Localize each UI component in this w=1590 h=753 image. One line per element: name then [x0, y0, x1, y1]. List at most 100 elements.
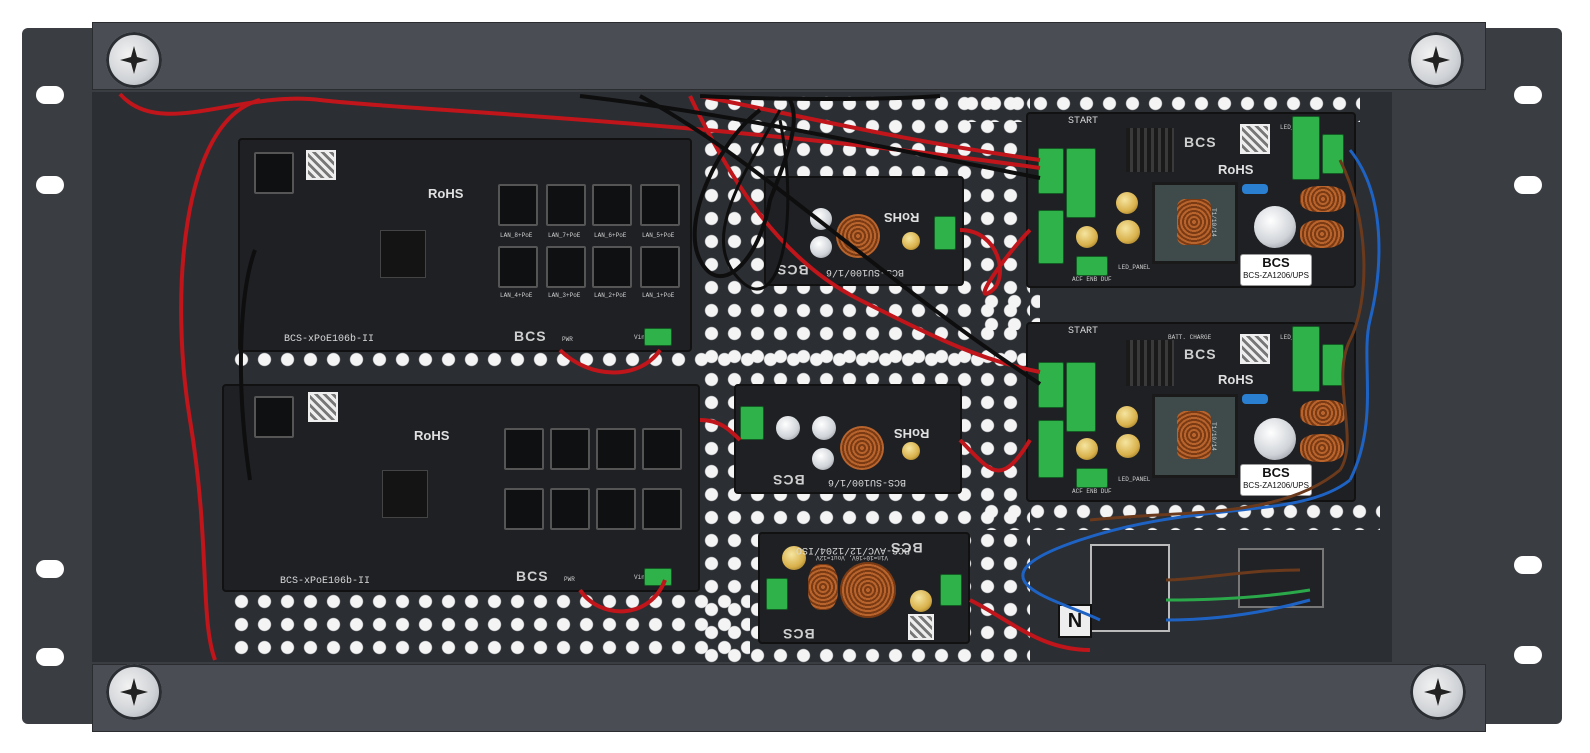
- rj45-port: [504, 488, 544, 530]
- led-panel-label: LED_PANEL: [1118, 264, 1151, 271]
- board-model-label: BCS-AVC/12/1204/ISO: [796, 544, 911, 555]
- output-fuse: [1292, 116, 1320, 180]
- emi-choke: [1300, 220, 1344, 248]
- output-terminal: [1322, 134, 1344, 174]
- neutral-mark: N: [1058, 604, 1092, 638]
- capacitor: [902, 442, 920, 460]
- capacitor: [1076, 226, 1098, 248]
- rj45-port: [592, 184, 632, 226]
- rj45-port: [498, 184, 538, 226]
- dc-converter-top: RoHS BCS-SU100/1/6 BCS: [764, 176, 964, 286]
- rohs-mark: RoHS: [1218, 372, 1254, 387]
- acf-label: ACF ENB DUF: [1072, 488, 1112, 495]
- rack-ear-hole: [1514, 86, 1542, 104]
- port-label: LAN_8+PoE: [500, 232, 533, 239]
- signal-terminal: [1076, 468, 1108, 488]
- emi-choke: [1300, 400, 1346, 426]
- port-label: LAN_4+PoE: [500, 292, 533, 299]
- bulk-capacitor: [1254, 206, 1296, 248]
- rohs-mark: RoHS: [884, 210, 920, 225]
- spec-label: Vin=10÷16V, Vout=12V: [816, 554, 889, 561]
- brand-logo: BCS: [1184, 134, 1217, 150]
- blue-capacitor: [1242, 184, 1268, 194]
- qr-code: [1240, 124, 1270, 154]
- mains-terminal: [1038, 362, 1064, 408]
- rj45-port: [592, 246, 632, 288]
- port-label: LAN_7+PoE: [548, 232, 581, 239]
- rohs-mark: RoHS: [428, 186, 464, 201]
- rack-ear-hole: [1514, 176, 1542, 194]
- brand-logo: BCS: [514, 328, 547, 344]
- board-model-label: BCS-SU100/1/6: [828, 476, 907, 487]
- capacitor: [1116, 192, 1138, 214]
- capacitor: [776, 416, 800, 440]
- isolated-converter: BCS Vin=10÷16V, Vout=12V BCS-AVC/12/1204…: [758, 532, 970, 644]
- mains-terminal-block: [1090, 544, 1170, 632]
- board-model-label: BCS-xPoE106b-II: [280, 576, 371, 587]
- plate-brand: BCS: [1262, 465, 1290, 480]
- board-model-label: BCS-SU100/1/6: [826, 266, 905, 277]
- batt-charge-label: BATT. CHARGE: [1168, 334, 1212, 341]
- psu-module-top: START BCS RoHS LED_AC T1/10/14 ACF ENB D…: [1026, 112, 1356, 288]
- led-label: LED_AC: [1280, 334, 1302, 341]
- emi-choke: [1300, 434, 1344, 462]
- capacitor: [812, 448, 834, 470]
- pwr-label: PWR: [562, 336, 573, 343]
- phillips-screw-icon: [120, 46, 148, 74]
- battery-terminal: [1038, 210, 1064, 264]
- transformer-label: T1/10/14: [1209, 208, 1217, 237]
- start-label: START: [1068, 116, 1099, 127]
- heatsink: [1126, 128, 1174, 172]
- qr-code: [308, 392, 338, 422]
- capacitor: [1116, 434, 1140, 458]
- rj45-port: [596, 428, 636, 470]
- output-terminal: [934, 216, 956, 250]
- input-terminal: [766, 578, 788, 610]
- capacitor: [910, 590, 932, 612]
- mains-terminal: [1038, 148, 1064, 194]
- qr-code: [1240, 334, 1270, 364]
- psu-module-bottom: START BATT. CHARGE BCS RoHS LED_AC T1/10…: [1026, 322, 1356, 502]
- led-panel-label: LED_PANEL: [1118, 476, 1151, 483]
- capacitor: [1076, 438, 1098, 460]
- led-label: LED_AC: [1280, 124, 1302, 131]
- transformer: T1/10/14: [1152, 182, 1238, 264]
- port-label: LAN_6+PoE: [594, 232, 627, 239]
- input-terminal: [740, 406, 764, 440]
- brand-logo-print: BCS: [782, 626, 815, 642]
- rack-ear-hole: [1514, 556, 1542, 574]
- vin-label: Vin: [634, 574, 645, 581]
- rack-ear-hole: [36, 176, 64, 194]
- uplink-port: [254, 396, 294, 438]
- inductor-coil: [840, 426, 884, 470]
- brand-logo: BCS: [1184, 346, 1217, 362]
- brand-logo: BCS: [772, 472, 805, 488]
- capacitor: [1116, 406, 1138, 428]
- transformer: T1/10/14: [1152, 394, 1238, 478]
- rj45-port: [498, 246, 538, 288]
- port-label: LAN_2+PoE: [594, 292, 627, 299]
- phillips-screw-icon: [1424, 678, 1452, 706]
- port-label: LAN_3+PoE: [548, 292, 581, 299]
- model-plate: BCS BCS-ZA1206/UPS: [1240, 254, 1312, 286]
- rj45-port: [642, 428, 682, 470]
- capacitor: [782, 546, 806, 570]
- rack-screw: [1408, 32, 1464, 88]
- model-plate: BCS BCS-ZA1206/UPS: [1240, 464, 1312, 496]
- rj45-port: [550, 488, 590, 530]
- inductor-coil: [836, 214, 880, 258]
- pwr-label: PWR: [564, 576, 575, 583]
- transformer-coil: [1177, 199, 1211, 245]
- rack-ear-hole: [36, 86, 64, 104]
- battery-terminal: [1038, 420, 1064, 478]
- vin-terminal: [644, 328, 672, 346]
- capacitor: [1116, 220, 1140, 244]
- start-label: START: [1068, 326, 1099, 337]
- inductor-coil: [808, 564, 838, 610]
- iec-inlet: [1238, 548, 1324, 608]
- rack-screw: [1410, 664, 1466, 720]
- port-label: LAN_1+PoE: [642, 292, 675, 299]
- uplink-port: [254, 152, 294, 194]
- bulk-capacitor: [1254, 418, 1296, 460]
